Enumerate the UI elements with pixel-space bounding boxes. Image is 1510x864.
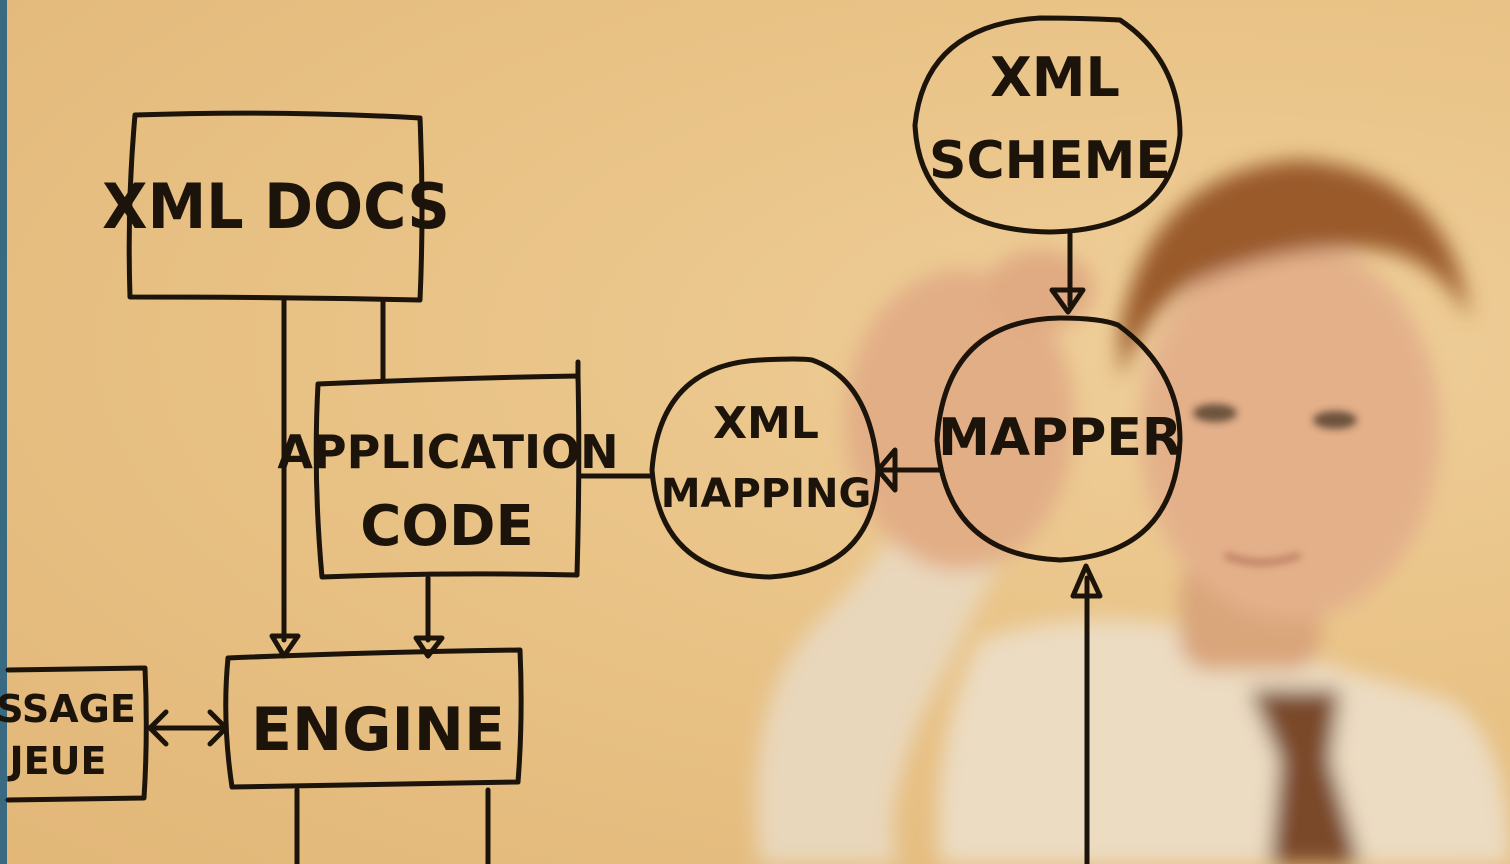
mapper-label: MAPPER: [938, 408, 1182, 468]
xml-mapping-ellipse: [649, 356, 881, 580]
engine-label: ENGINE: [251, 695, 505, 765]
left-edge-strip: [0, 0, 7, 864]
queue-line2-label: JEUE: [7, 739, 107, 783]
code-label: CODE: [360, 494, 533, 559]
xml-scheme-line2-label: SCHEME: [929, 131, 1171, 191]
xml-scheme-line1-label: XML: [990, 46, 1120, 109]
application-label: APPLICATION: [277, 425, 618, 479]
xml-docs-label: XML DOCS: [102, 172, 450, 244]
engine-box: [223, 647, 524, 790]
xml-scheme-ellipse: [912, 15, 1183, 235]
xml-mapping-line1-label: XML: [713, 398, 819, 449]
xml-docs-box: [126, 110, 425, 303]
xml-mapping-line2-label: MAPPING: [661, 471, 872, 517]
application-code-box: [313, 373, 582, 580]
queue-line1-label: SSAGE: [0, 687, 136, 731]
mapper-circle: [934, 315, 1183, 563]
message-queue-box: [5, 665, 149, 803]
